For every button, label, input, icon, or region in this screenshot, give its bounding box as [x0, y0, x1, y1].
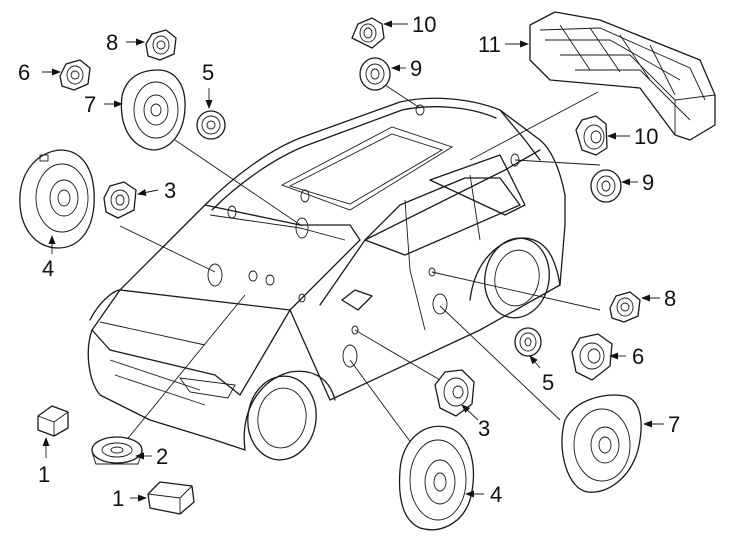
callout-labels: 1 1 2 3 3 4 4 5 5 6 6 7 7 8 8 9 9 10 10 …: [18, 12, 680, 511]
callout-8-top: 8: [106, 30, 118, 55]
dome-part-9-right: [590, 169, 622, 203]
woofer-part-4-right: [398, 425, 475, 531]
tweeter-part-3-top: [103, 181, 137, 219]
dome-part-5-top: [196, 110, 226, 140]
dome-part-5-right: [514, 327, 542, 357]
callout-4-right: 4: [490, 482, 502, 507]
tweeter-part-8-right: [609, 291, 641, 323]
callout-6-right: 6: [632, 344, 644, 369]
callout-8-right: 8: [664, 286, 676, 311]
callout-11: 11: [478, 32, 501, 57]
callout-arrows: [42, 20, 664, 502]
tweeter-part-8-top: [145, 29, 177, 61]
callout-5-right: 5: [542, 370, 554, 395]
callout-7-top: 7: [84, 92, 96, 117]
callout-7-right: 7: [668, 412, 680, 437]
amplifier-part: [529, 11, 716, 141]
midrange-part-7-top: [120, 69, 186, 151]
tweeter-part-6-top: [59, 59, 91, 91]
leader-lines: [119, 84, 601, 456]
module-part-1-top: [37, 405, 69, 437]
tweeter-part-3-right: [434, 369, 475, 417]
module-part-1-bottom: [147, 481, 195, 515]
dome-part-9-top: [359, 57, 391, 91]
tweeter-part-6-right: [571, 333, 613, 381]
speaker-part-2: [91, 436, 143, 465]
callout-9-right: 9: [642, 170, 654, 195]
callout-10-right: 10: [634, 124, 658, 149]
speaker-locations: [207, 104, 520, 368]
callout-2: 2: [156, 444, 168, 469]
tweeter-part-10-top: [351, 17, 385, 49]
callout-9-top: 9: [410, 56, 422, 81]
callout-3-top: 3: [164, 178, 176, 203]
tweeter-part-10-right: [575, 115, 608, 156]
callout-1-bottom: 1: [112, 486, 124, 511]
callout-1-top: 1: [38, 462, 50, 487]
callout-3-right: 3: [478, 416, 490, 441]
callout-10-top: 10: [412, 12, 436, 37]
callout-4-left: 4: [42, 256, 54, 281]
callout-6-top: 6: [18, 60, 30, 85]
callout-5-top: 5: [202, 60, 214, 85]
vehicle-outline: [87, 97, 566, 461]
woofer-part-4-left: [19, 149, 95, 249]
midrange-part-7-right: [561, 394, 642, 493]
